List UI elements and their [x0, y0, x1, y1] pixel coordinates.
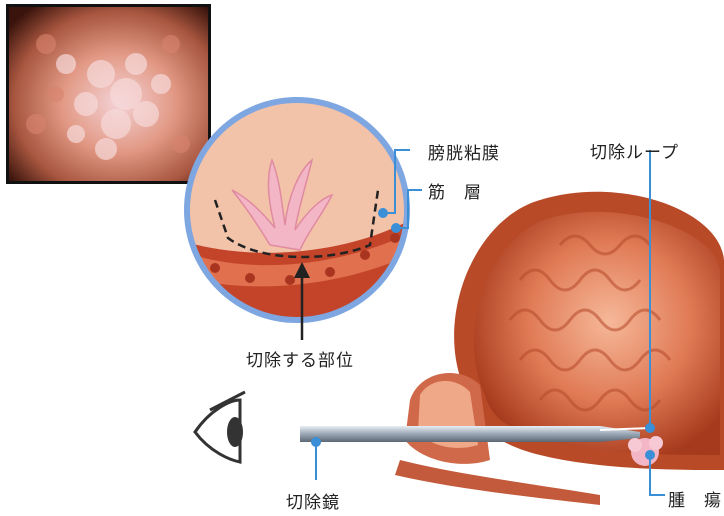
eye-icon	[195, 392, 245, 462]
label-tumor: 腫 瘍	[668, 486, 722, 511]
label-resection-loop: 切除ループ	[590, 138, 679, 163]
label-muscle-layer: 筋 層	[428, 178, 482, 203]
label-bladder-mucosa: 膀胱粘膜	[428, 139, 500, 164]
resectoscope-shaft	[300, 426, 650, 442]
label-resection-site: 切除する部位	[246, 346, 354, 371]
label-resectoscope: 切除鏡	[286, 488, 340, 513]
